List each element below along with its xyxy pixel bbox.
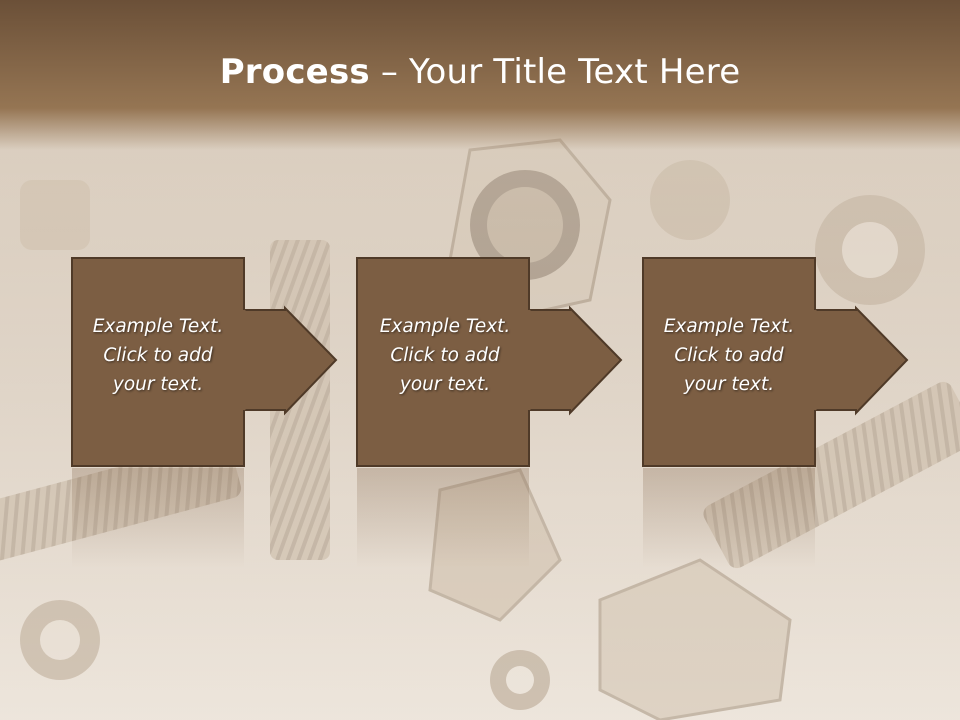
- slide-title[interactable]: Process – Your Title Text Here: [0, 52, 960, 92]
- step-2-line-3: your text.: [399, 374, 491, 395]
- step-3-text[interactable]: Example Text. Click to add your text.: [641, 312, 817, 399]
- step-1-line-1: Example Text.: [92, 316, 224, 337]
- title-rest-part: – Your Title Text Here: [369, 52, 741, 92]
- step-3-line-2: Click to add: [674, 345, 784, 366]
- step-2-shape[interactable]: [356, 257, 623, 467]
- step-3-line-3: your text.: [683, 374, 775, 395]
- step-2-text[interactable]: Example Text. Click to add your text.: [357, 312, 533, 399]
- step-reflections: [72, 468, 815, 568]
- title-bold-part: Process: [219, 52, 370, 92]
- step-1-line-2: Click to add: [103, 345, 213, 366]
- step-2-line-1: Example Text.: [379, 316, 511, 337]
- header-band: [0, 0, 960, 150]
- step-3-shape[interactable]: [642, 257, 909, 467]
- step-3-line-1: Example Text.: [663, 316, 795, 337]
- step-1-text[interactable]: Example Text. Click to add your text.: [70, 312, 246, 399]
- step-1-shape[interactable]: [71, 257, 338, 467]
- step-2-line-2: Click to add: [390, 345, 500, 366]
- step-1-line-3: your text.: [112, 374, 204, 395]
